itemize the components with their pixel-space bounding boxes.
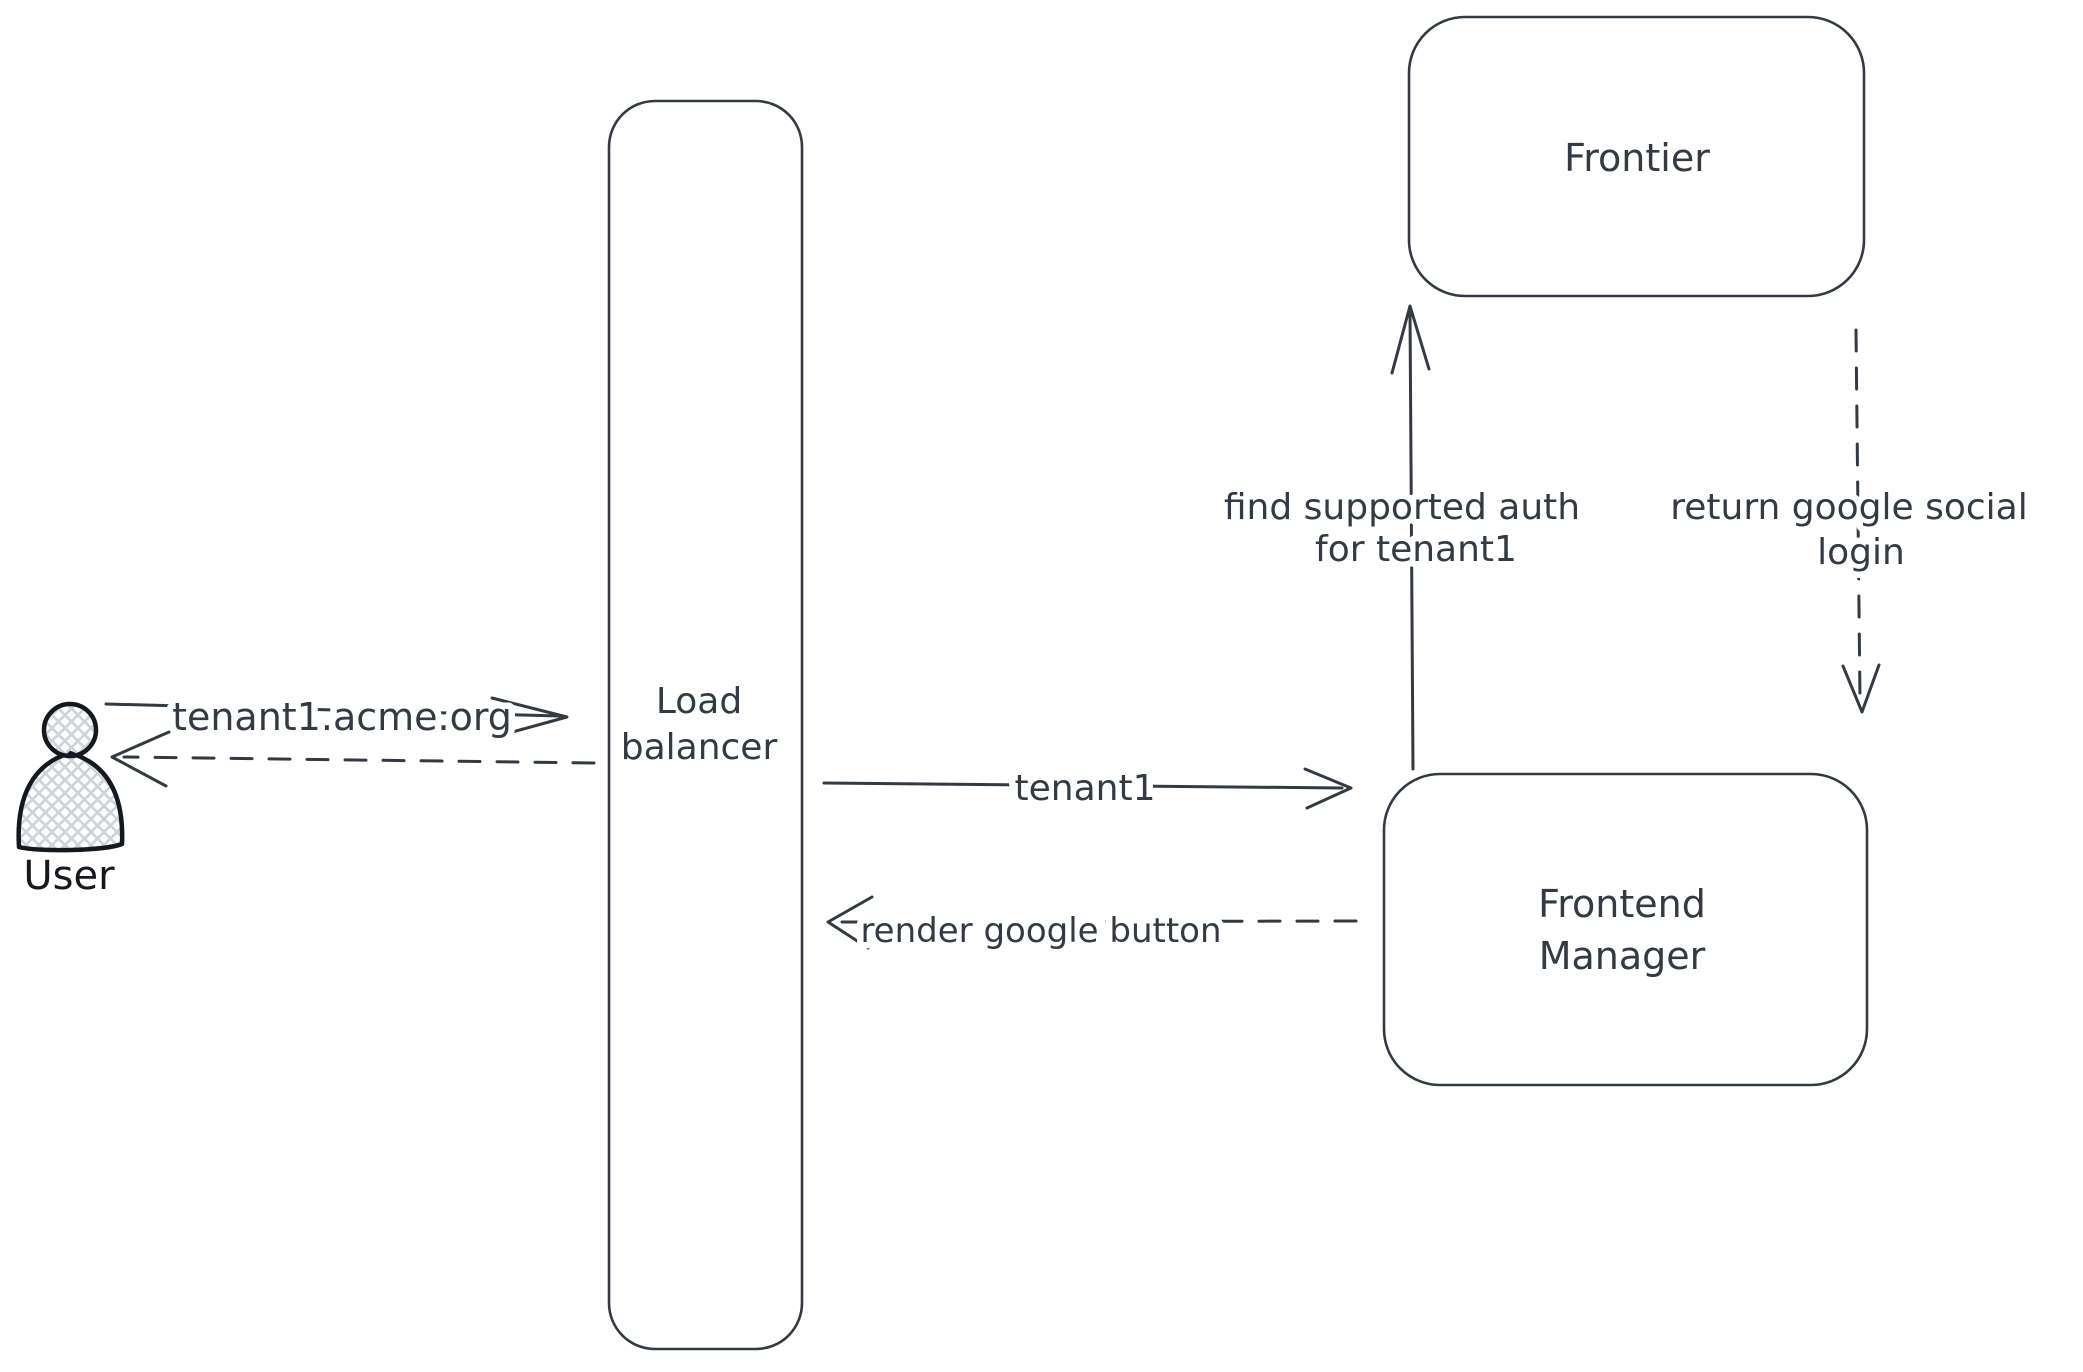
edge-label-line1: find supported auth (1224, 487, 1580, 528)
edge-line (104, 702, 562, 718)
edge-frontier-to-frontend-manager[interactable]: return google social login (1664, 328, 2034, 714)
user-body (16, 750, 125, 853)
node-load-balancer[interactable]: Load balancer (607, 99, 804, 1351)
edge-label: tenant1.acme.org (172, 695, 512, 739)
node-frontier[interactable]: Frontier (1407, 15, 1866, 298)
frontend-manager-label-line2: Manager (1539, 934, 1706, 978)
edge-line (840, 919, 1358, 924)
arrowhead-left (826, 895, 874, 950)
frontend-manager-box (1382, 772, 1869, 1087)
edge-load-balancer-to-user[interactable] (110, 730, 596, 788)
arrowhead-right (1303, 767, 1353, 810)
load-balancer-label-line2: balancer (621, 727, 778, 768)
edge-label: tenant1 (1015, 768, 1156, 809)
edge-line (122, 755, 596, 765)
edge-label: render google button (860, 911, 1221, 951)
edge-user-to-load-balancer[interactable]: tenant1.acme.org (104, 689, 569, 746)
arrowhead-right (490, 696, 569, 739)
edge-frontend-manager-to-frontier[interactable]: find supported auth for tenant1 (1217, 304, 1587, 771)
frontend-manager-label-line1: Frontend (1538, 882, 1706, 926)
frontier-label: Frontier (1564, 136, 1710, 180)
edge-line (822, 781, 1344, 790)
frontier-box (1407, 15, 1866, 298)
edge-line (1854, 328, 1862, 702)
node-user[interactable]: User (16, 701, 125, 899)
arrowhead-down (1841, 663, 1881, 714)
edge-label-line2: login (1817, 532, 1905, 573)
edge-frontend-manager-to-load-balancer[interactable]: render google button (826, 895, 1358, 958)
arrowhead-left (110, 730, 171, 788)
edge-load-balancer-to-frontend-manager[interactable]: tenant1 (822, 762, 1353, 816)
edge-label-line2: for tenant1 (1315, 529, 1517, 570)
arrowhead-up (1390, 304, 1431, 375)
edge-line (1408, 309, 1415, 771)
user-label: User (23, 853, 115, 899)
edge-label-line1: return google social (1670, 487, 2028, 528)
load-balancer-box (607, 99, 804, 1351)
user-head (41, 701, 99, 759)
node-frontend-manager[interactable]: Frontend Manager (1382, 772, 1869, 1087)
load-balancer-label-line1: Load (656, 681, 742, 722)
